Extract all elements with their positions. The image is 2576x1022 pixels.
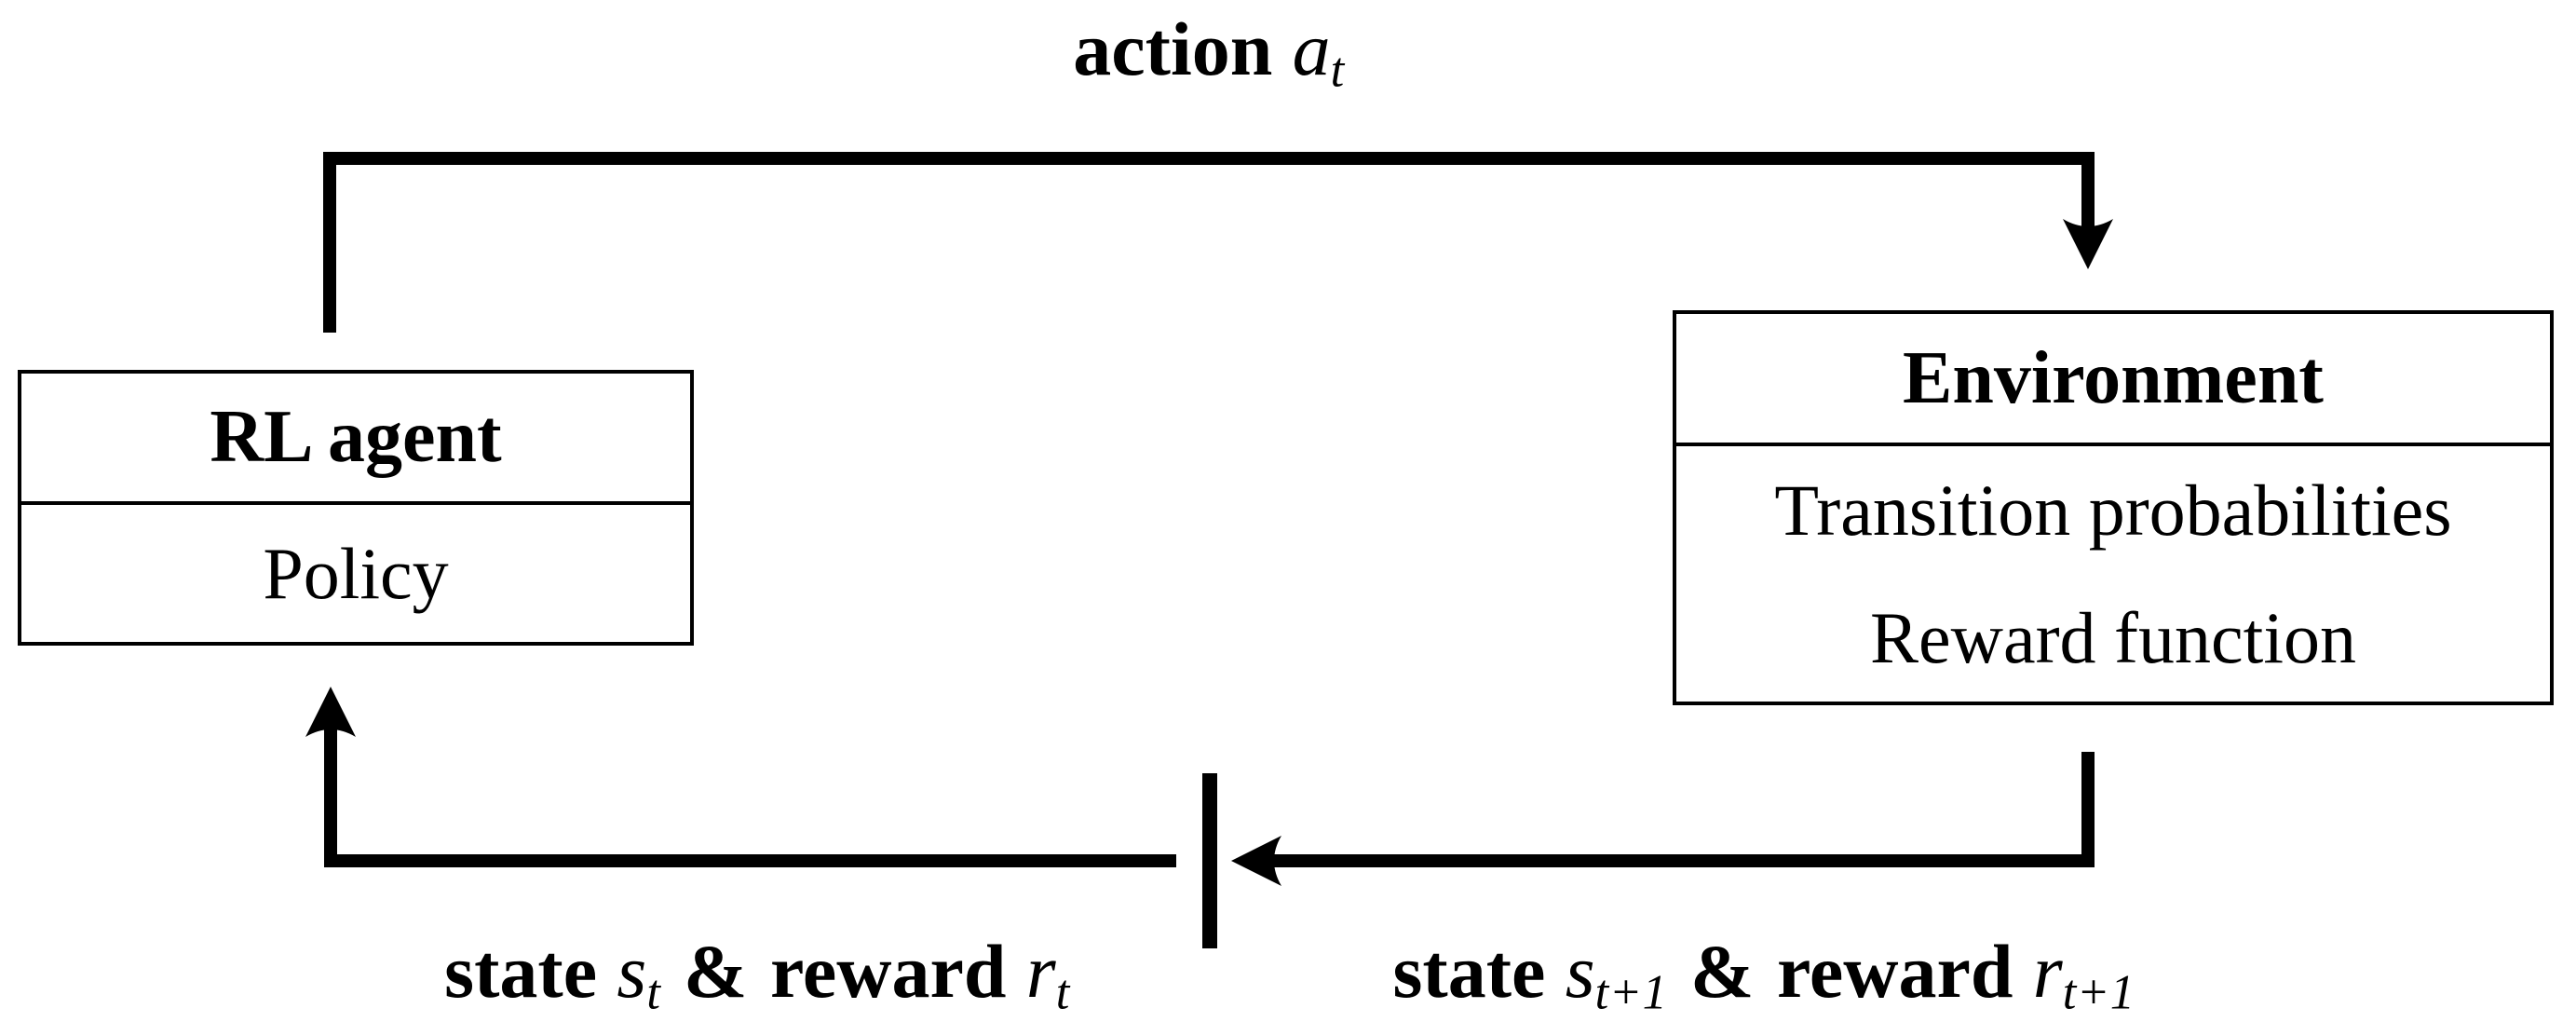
state-word: state [444, 929, 598, 1014]
ampersand: & [684, 929, 748, 1014]
state-subscript: t [646, 965, 661, 1020]
rl-agent-box: RL agent Policy [18, 370, 694, 646]
ampersand: & [1690, 929, 1755, 1014]
action-subscript: t [1330, 43, 1345, 98]
environment-box: Environment Transition probabilities Rew… [1673, 310, 2554, 705]
environment-title: Environment [1676, 314, 2550, 446]
reward-word: reward [1776, 929, 2013, 1014]
environment-row-reward-function: Reward function [1869, 596, 2356, 678]
environment-row-transition-probabilities: Transition probabilities [1774, 469, 2452, 551]
action-word: action [1073, 7, 1273, 91]
rl-agent-row-policy: Policy [263, 532, 449, 614]
arrowhead-up-icon [305, 687, 356, 737]
rl-agent-body: Policy [21, 505, 690, 642]
reward-subscript: t [1055, 965, 1070, 1020]
feedback-arrow-delay-to-agent [305, 687, 1176, 867]
reward-var: r [2032, 929, 2063, 1014]
rl-agent-title: RL agent [21, 374, 690, 505]
arrowhead-down-icon [2063, 219, 2113, 269]
reward-word: reward [769, 929, 1007, 1014]
feedback-arrow-env-to-delay [1231, 752, 2095, 886]
action-var: a [1292, 7, 1331, 91]
arrowhead-left-icon [1231, 836, 1281, 886]
reward-subscript: t+1 [2062, 965, 2135, 1020]
reward-var: r [1025, 929, 1056, 1014]
state-word: state [1392, 929, 1546, 1014]
state-var: s [1565, 929, 1595, 1014]
action-arrow [323, 152, 2113, 333]
state-subscript: t+1 [1594, 965, 1668, 1020]
environment-body: Transition probabilities Reward function [1676, 446, 2550, 702]
state-var: s [617, 929, 647, 1014]
